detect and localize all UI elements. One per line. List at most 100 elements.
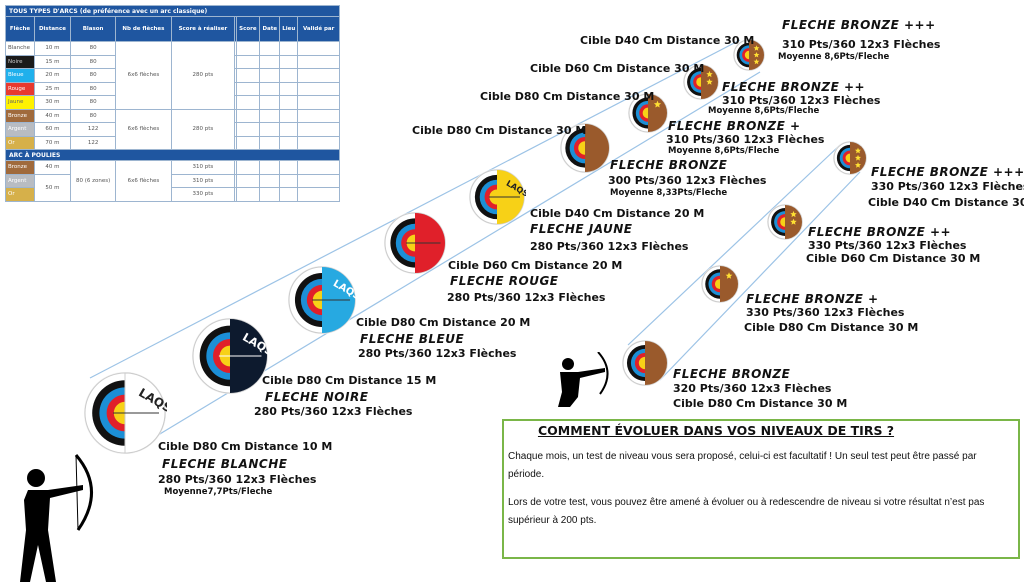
poulies-target-label: Cible D40 Cm Distance 30 M	[868, 196, 1024, 209]
info-box: COMMENT ÉVOLUER DANS VOS NIVEAUX DE TIRS…	[502, 419, 1020, 559]
poulies-target-1	[621, 339, 669, 391]
target-icon: LAQSD	[192, 318, 283, 394]
target-icon	[733, 39, 765, 71]
level-average: Moyenne7,7Pts/Fleche	[164, 487, 273, 497]
table-cell: 6x6 flèches	[115, 41, 172, 110]
level-name: FLECHE BLEUE	[360, 332, 465, 346]
level-target-label: Cible D80 Cm Distance 20 M	[356, 316, 531, 329]
archer-silhouette-poulies	[558, 352, 609, 407]
level-score: 280 Pts/360 12x3 Flèches	[530, 240, 689, 253]
level-average: Moyenne 8,6Pts/Fleche	[778, 52, 890, 62]
table-cell	[234, 41, 237, 56]
table-header-cell: Flèche	[5, 16, 35, 42]
table-header-cell: Validé par	[297, 16, 340, 42]
table-cell: Blanche	[5, 41, 35, 56]
poulies-target-label: Cible D80 Cm Distance 30 M	[744, 321, 919, 334]
target-icon	[701, 265, 739, 303]
table-cell: Jaune	[5, 95, 35, 110]
level-score: 280 Pts/360 12x3 Flèches	[158, 473, 317, 486]
table-cell: 50 m	[34, 173, 71, 202]
poulies-level-score: 330 Pts/360 12x3 Flèches	[746, 306, 905, 319]
table-cell: 280 pts	[170, 108, 236, 150]
star-icon	[855, 147, 861, 154]
level-name: FLECHE BRONZE ++	[722, 80, 866, 94]
table-cell: Bronze	[5, 108, 35, 123]
poulies-target-label: Cible D80 Cm Distance 30 M	[673, 397, 848, 410]
table-cell: 280 pts	[170, 41, 236, 110]
level-target-label: Cible D80 Cm Distance 30 M	[412, 124, 587, 137]
level-average: Moyenne 8,33Pts/Fleche	[610, 188, 728, 198]
star-icon	[855, 154, 861, 161]
star-icon	[706, 70, 713, 78]
table-cell: Bleue	[5, 68, 35, 83]
table-header-cell: Lieu	[279, 16, 299, 42]
levels-table: TOUS TYPES D'ARCS (de préférence avec un…	[5, 5, 340, 202]
star-icon	[706, 78, 713, 85]
level-average: Moyenne 8,6Pts/Fleche	[668, 146, 780, 156]
level-name: FLECHE JAUNE	[530, 222, 633, 236]
level-name: FLECHE BRONZE	[610, 158, 728, 172]
level-target-label: Cible D60 Cm Distance 20 M	[448, 259, 623, 272]
table-cell	[259, 41, 281, 56]
level-score: 310 Pts/360 12x3 Flèches	[666, 133, 825, 146]
star-icon	[653, 100, 662, 108]
target-icon	[833, 141, 867, 175]
table-header-cell	[234, 16, 237, 42]
target-level-8	[682, 63, 720, 105]
level-name: FLECHE BRONZE +++	[782, 18, 936, 32]
poulies-level-score: 320 Pts/360 12x3 Flèches	[673, 382, 832, 395]
target-level-7	[627, 92, 669, 138]
star-icon	[855, 162, 861, 168]
level-name: FLECHE NOIRE	[265, 390, 369, 404]
star-icon	[790, 210, 797, 218]
level-score: 280 Pts/360 12x3 Flèches	[358, 347, 517, 360]
table-cell	[234, 187, 237, 202]
table-cell	[279, 41, 299, 56]
poulies-level-name: FLECHE BRONZE +++	[871, 165, 1024, 179]
table-cell	[297, 41, 340, 56]
level-target-label: Cible D60 Cm Distance 30 M	[530, 62, 705, 75]
info-title: COMMENT ÉVOLUER DANS VOS NIVEAUX DE TIRS…	[537, 423, 895, 438]
target-icon	[560, 123, 610, 173]
target-icon	[384, 212, 446, 274]
table-header-cell: Blason	[69, 16, 117, 42]
poulies-target-label: Cible D60 Cm Distance 30 M	[806, 252, 981, 265]
table-cell: 6x6 flèches	[115, 108, 172, 150]
target-level-4	[383, 211, 447, 279]
level-score: 310 Pts/360 12x3 Flèches	[722, 94, 881, 107]
table-header-cell: Date	[259, 16, 281, 42]
target-icon: LAQSD	[469, 169, 537, 225]
level-score: 280 Pts/360 12x3 Flèches	[254, 405, 413, 418]
target-icon	[683, 64, 719, 100]
target-level-1: LAQSD	[83, 371, 183, 459]
target-icon	[622, 340, 668, 386]
star-icon	[753, 58, 760, 65]
poulies-level-name: FLECHE BRONZE +	[746, 292, 879, 306]
level-name: FLECHE BRONZE +	[668, 119, 801, 133]
level-name: FLECHE ROUGE	[450, 274, 559, 288]
target-level-9	[732, 38, 766, 76]
table-cell: 6x6 flèches	[115, 160, 172, 202]
target-level-6	[559, 122, 611, 178]
table-cell: Noire	[5, 54, 35, 69]
table-cell: 80 (6 zones)	[69, 160, 117, 202]
table-cell: Or	[5, 187, 35, 202]
archer-silhouette-left	[20, 454, 93, 582]
poulies-level-name: FLECHE BRONZE	[673, 367, 791, 381]
level-target-label: Cible D40 Cm Distance 30 M	[580, 34, 755, 47]
info-paragraph-1: Chaque mois, un test de niveau vous sera…	[508, 451, 977, 480]
poulies-level-score: 330 Pts/360 12x3 Flèches	[871, 180, 1024, 193]
poulies-target-2	[700, 264, 740, 308]
target-level-3: LAQSD	[287, 265, 369, 339]
target-icon: LAQSD	[288, 266, 369, 334]
star-icon	[725, 272, 733, 279]
level-target-label: Cible D80 Cm Distance 15 M	[262, 374, 437, 387]
target-icon: LAQSD	[84, 372, 183, 454]
